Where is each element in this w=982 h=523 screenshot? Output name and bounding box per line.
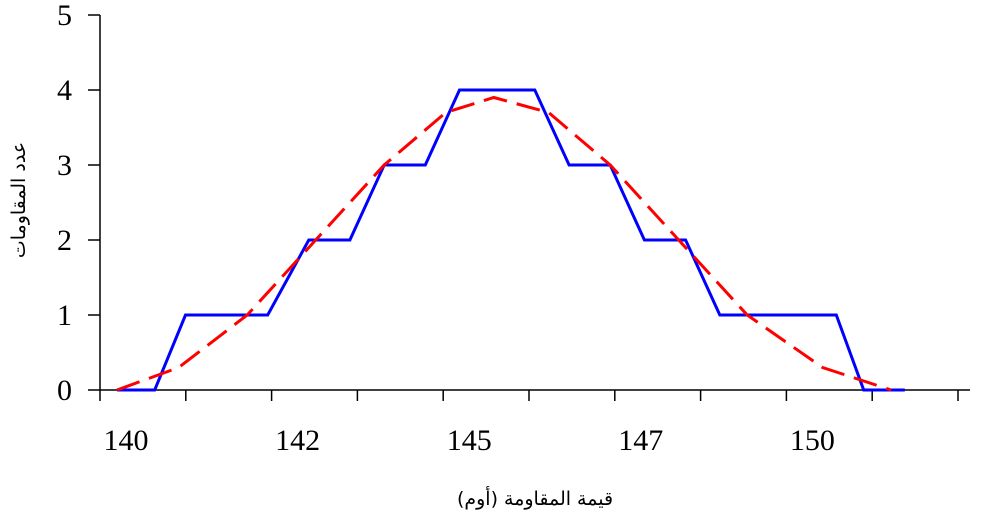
y-tick-label: 5 [57,0,72,32]
series-line-dashed [116,95,892,392]
x-tick-label: 140 [104,424,149,457]
x-axis-title: قيمة المقاومة (أوم) [457,486,613,510]
x-tick-label: 150 [790,424,835,457]
series-line-solid [117,88,905,392]
x-tick-label: 142 [275,424,320,457]
y-tick-label: 2 [57,224,72,257]
y-tick-label: 0 [57,374,72,407]
y-tick-label: 3 [57,149,72,182]
x-tick-label: 147 [618,424,663,457]
x-ticks: 140 142 145 147 150 [99,390,959,457]
y-tick-label: 1 [57,299,72,332]
x-tick-label: 145 [447,424,492,457]
y-ticks: 0 1 2 3 4 5 [57,0,100,407]
y-tick-label: 4 [57,74,72,107]
series-layer [116,88,905,392]
y-axis-title: عدد المقاومات [8,142,30,258]
axes [99,15,970,391]
